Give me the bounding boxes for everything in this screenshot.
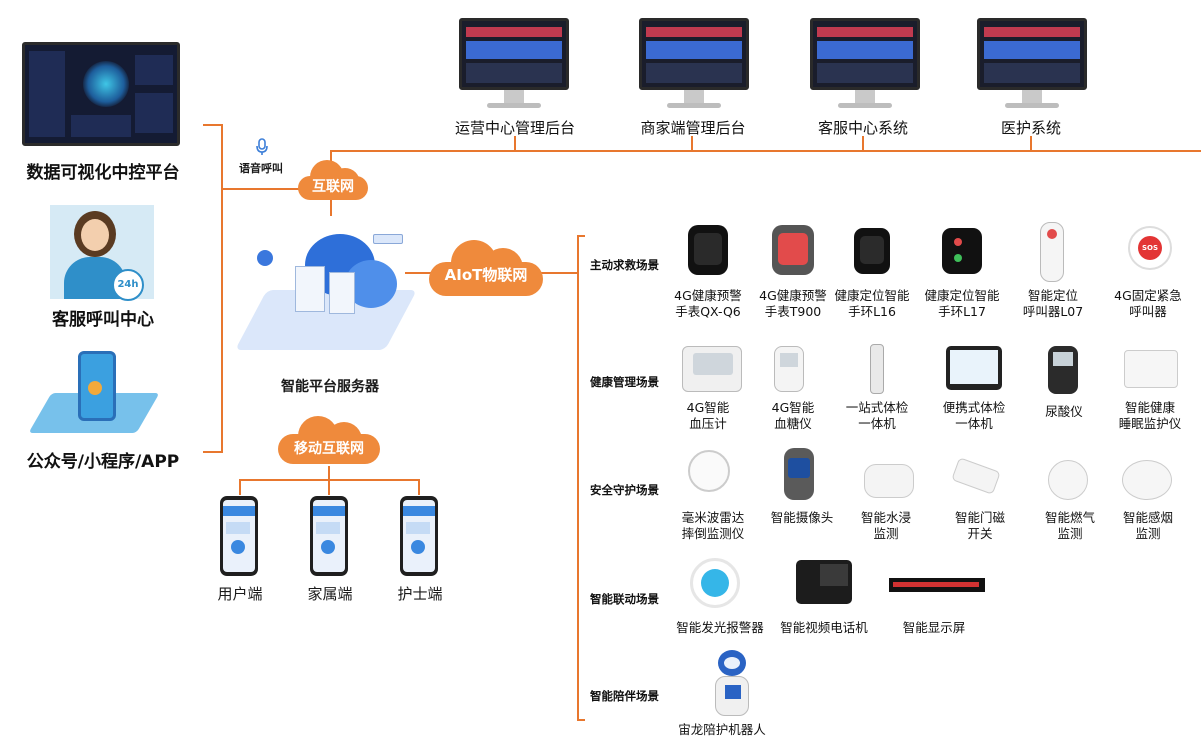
device-label: 智能门磁开关 [954, 510, 1005, 541]
camera-icon [784, 448, 814, 500]
platform-label-app: 公众号/小程序/APP [26, 452, 180, 472]
right-bus-bottom-tick [577, 719, 585, 721]
robot-icon [712, 650, 752, 718]
scene-label-companion: 智能陪伴场景 [590, 689, 659, 703]
left-bus-top-tick [203, 124, 223, 126]
server-label: 智能平台服务器 [281, 379, 379, 395]
monitor-ops [459, 18, 569, 118]
cloud-mobile: 移动互联网 [276, 414, 382, 468]
client-label-family: 家属端 [307, 585, 353, 603]
monitor-service [810, 18, 920, 118]
device-label: 4G智能血压计 [686, 400, 730, 431]
microphone-icon [256, 138, 268, 155]
top-bus-horizontal [330, 150, 1201, 152]
portable-checkup-icon [946, 346, 1002, 390]
door-sensor-icon [951, 457, 1001, 495]
system-label-service: 客服中心系统 [817, 119, 908, 137]
watch-icon [772, 225, 814, 275]
sys-tick-1 [514, 136, 516, 151]
device-label: 宙龙陪护机器人 [678, 722, 766, 737]
cloud-internet: 互联网 [296, 158, 370, 204]
device-label: 便携式体检一体机 [942, 400, 1006, 431]
band-icon [854, 228, 890, 274]
scene-label-safety: 安全守护场景 [590, 483, 659, 497]
clock-24h-icon: 24h [112, 269, 144, 301]
agent-avatar: 24h [50, 205, 154, 301]
device-label: 健康定位智能手环L16 [834, 288, 910, 319]
internet-to-server [330, 200, 332, 216]
sleep-monitor-icon [1124, 350, 1178, 388]
device-label: 智能健康睡眠监护仪 [1118, 400, 1182, 431]
device-label: 尿酸仪 [1045, 404, 1083, 419]
system-label-medical: 医护系统 [1000, 119, 1061, 137]
mobile-drop-3 [418, 479, 420, 495]
sys-tick-3 [862, 136, 864, 151]
voice-call-label: 语音呼叫 [239, 162, 283, 175]
phone-user [220, 496, 258, 576]
aiot-to-bus [540, 272, 578, 274]
scene-label-sos: 主动求救场景 [590, 258, 659, 272]
scene-label-linkage: 智能联动场景 [590, 592, 659, 606]
cloud-aiot: AIoT物联网 [427, 238, 545, 300]
led-display-icon [889, 578, 985, 592]
uric-acid-meter-icon [1048, 346, 1078, 394]
band-icon [942, 228, 982, 274]
system-label-ops: 运营中心管理后台 [454, 119, 575, 137]
blood-pressure-icon [682, 346, 742, 392]
sos-button-icon: SOS [1128, 226, 1172, 270]
water-sensor-icon [864, 464, 914, 498]
device-label: 健康定位智能手环L17 [924, 288, 1000, 319]
device-label: 4G健康预警手表QX-Q6 [674, 288, 742, 319]
smoke-sensor-icon [1122, 460, 1172, 500]
device-label: 智能发光报警器 [676, 620, 764, 635]
device-label: 智能摄像头 [770, 510, 834, 525]
watch-icon [688, 225, 728, 275]
server-illustration [235, 220, 417, 360]
gas-sensor-icon [1048, 460, 1088, 500]
device-label: 智能定位呼叫器L07 [1022, 288, 1084, 319]
device-label: 毫米波雷达摔倒监测仪 [681, 510, 745, 541]
device-label: 智能感烟监测 [1122, 510, 1173, 541]
device-label: 智能视频电话机 [780, 620, 868, 635]
server-to-aiot [405, 272, 435, 274]
sys-tick-2 [691, 136, 693, 151]
dashboard-screen [22, 42, 180, 146]
device-label: 4G智能血糖仪 [771, 400, 815, 431]
app-illustration-icon [28, 345, 160, 437]
device-label: 4G健康预警手表T900 [759, 288, 827, 319]
device-label: 一站式体检一体机 [845, 400, 909, 431]
phone-nurse [400, 496, 438, 576]
monitor-medical [977, 18, 1087, 118]
monitor-merchant [639, 18, 749, 118]
right-bus-top-tick [577, 235, 585, 237]
device-label: 智能燃气监测 [1044, 510, 1095, 541]
client-label-nurse: 护士端 [397, 585, 443, 603]
video-phone-icon [796, 560, 852, 604]
device-label: 智能水浸监测 [860, 510, 911, 541]
platform-label-callcenter: 客服呼叫中心 [52, 310, 154, 330]
device-label: 智能显示屏 [902, 620, 966, 635]
pager-icon [1040, 222, 1064, 282]
scene-label-health: 健康管理场景 [590, 375, 659, 389]
alarm-light-icon [690, 558, 740, 608]
left-bus-bottom-tick [203, 451, 223, 453]
glucose-meter-icon [774, 346, 804, 392]
mobile-stem [328, 466, 330, 480]
right-bus-vertical [577, 235, 579, 720]
sys-tick-4 [1030, 136, 1032, 151]
device-label: 4G固定紧急呼叫器 [1114, 288, 1182, 319]
radar-icon [688, 450, 730, 492]
checkup-station-icon [870, 344, 884, 394]
platform-label-dashboard: 数据可视化中控平台 [26, 163, 180, 183]
mobile-drop-2 [328, 479, 330, 495]
phone-family [310, 496, 348, 576]
left-bus-vertical [221, 124, 223, 452]
client-label-user: 用户端 [217, 585, 263, 603]
internet-link [222, 188, 302, 190]
mobile-drop-1 [239, 479, 241, 495]
system-label-merchant: 商家端管理后台 [640, 119, 746, 137]
